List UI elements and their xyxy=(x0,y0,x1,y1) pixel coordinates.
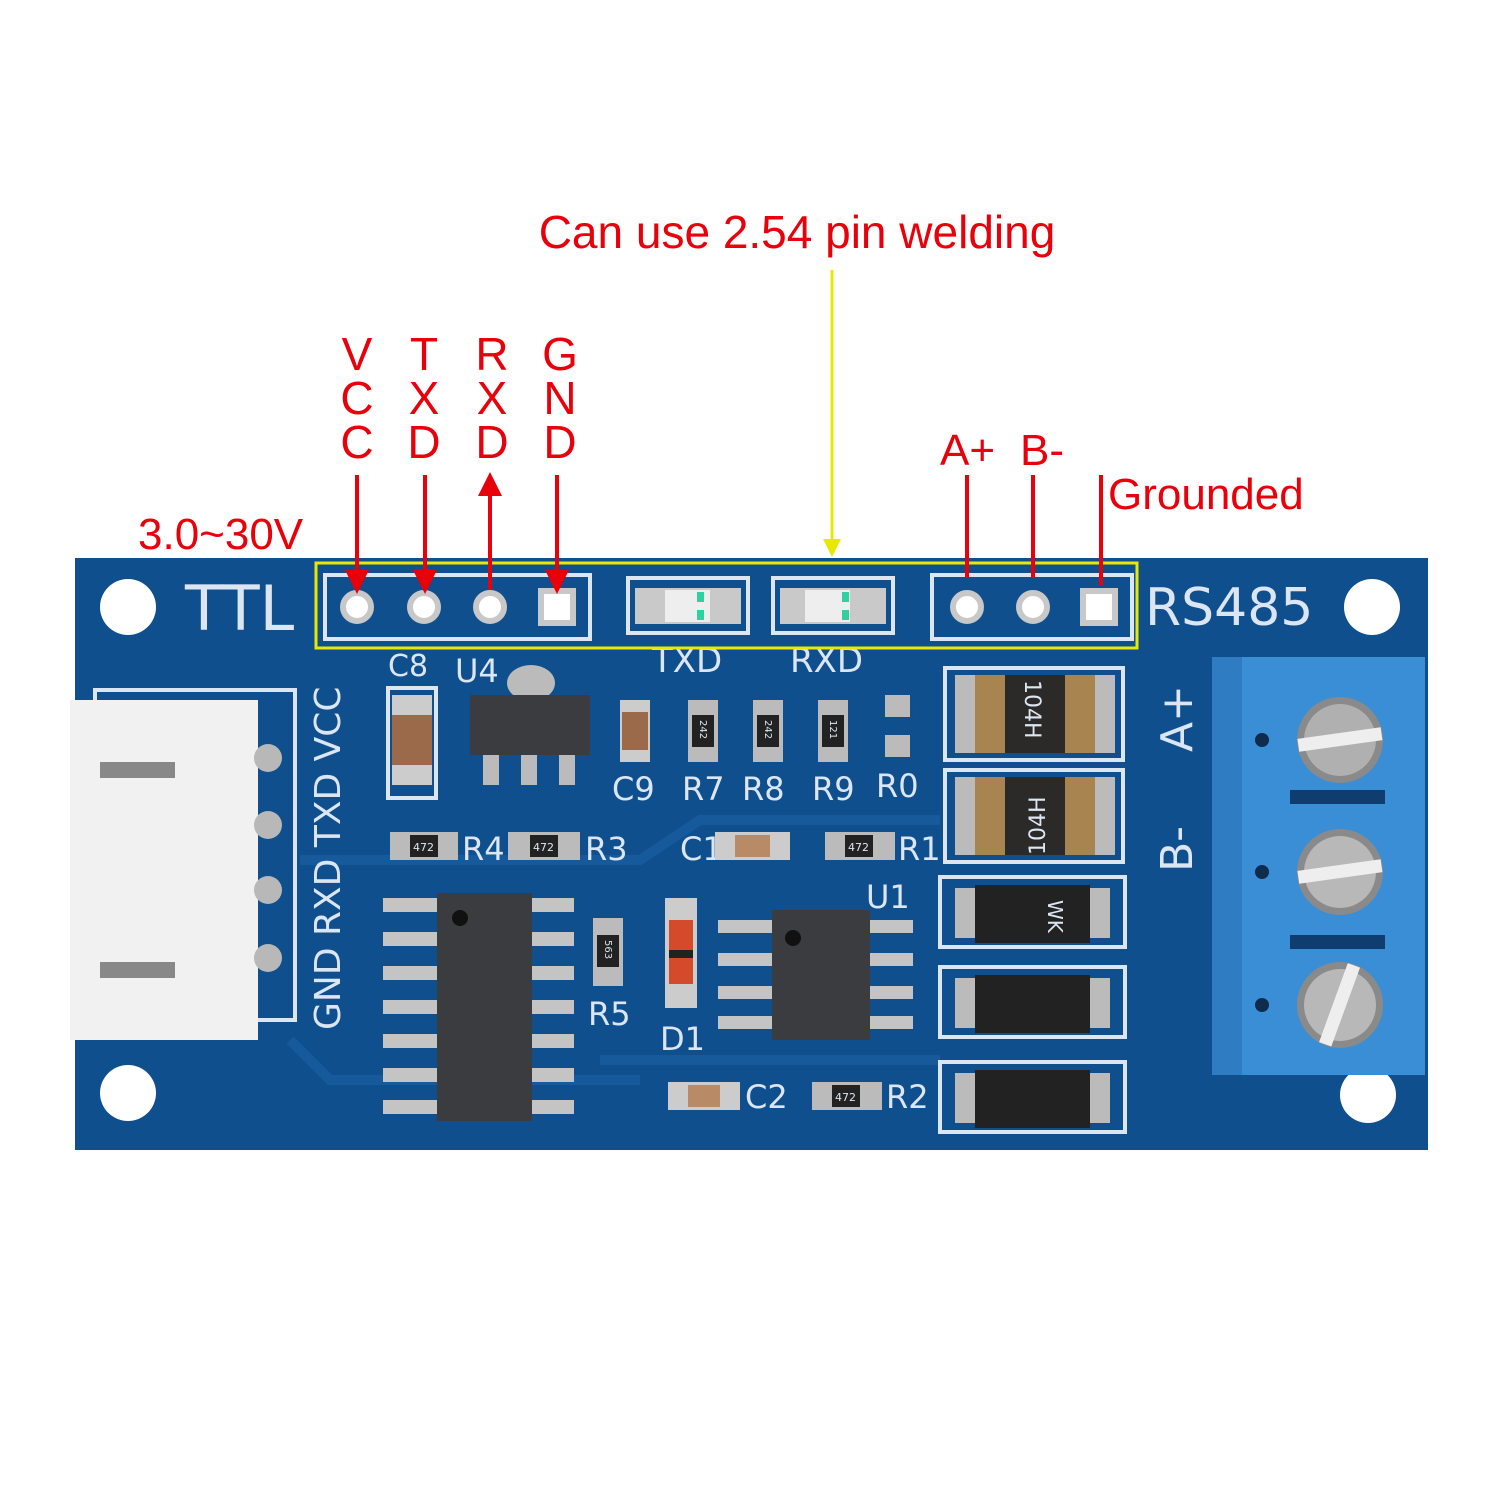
resistor-r5 xyxy=(593,918,623,986)
capacitor-c2 xyxy=(668,1082,740,1110)
a-plus-silk: A+ xyxy=(1152,685,1203,752)
jst-connector xyxy=(70,688,297,1040)
svg-text:R: R xyxy=(475,328,508,380)
pin-label-vcc: V C C xyxy=(340,328,373,468)
mounting-hole xyxy=(100,579,156,635)
diode-d1 xyxy=(665,898,697,1008)
resistor-r1 xyxy=(825,832,895,860)
rxd-led xyxy=(780,588,886,624)
r7-code: 242 xyxy=(697,720,708,739)
header-highlight-box xyxy=(314,561,1139,650)
ref-r8: R8 xyxy=(742,770,785,808)
r1-code: 472 xyxy=(848,841,869,854)
svg-text:X: X xyxy=(477,372,508,424)
resistor-r4 xyxy=(390,832,458,860)
ref-r5: R5 xyxy=(588,995,631,1033)
ref-r9: R9 xyxy=(812,770,855,808)
ref-r2: R2 xyxy=(886,1078,929,1116)
screw-icon xyxy=(1297,697,1383,783)
mounting-hole xyxy=(1344,579,1400,635)
resistor-r2 xyxy=(812,1082,882,1110)
voltage-note: 3.0~30V xyxy=(138,510,304,559)
capacitor-c9 xyxy=(620,700,650,762)
svg-text:G: G xyxy=(542,328,578,380)
rs485-label: RS485 xyxy=(1145,578,1313,638)
pad-txd xyxy=(407,590,441,624)
svg-text:D: D xyxy=(407,416,440,468)
b-minus-silk: B- xyxy=(1152,826,1203,872)
svg-text:C: C xyxy=(340,416,373,468)
pin-label-gnd: G N D xyxy=(542,328,578,468)
ref-r4: R4 xyxy=(462,830,505,868)
ic-u1 xyxy=(718,910,913,1040)
pad-vcc xyxy=(340,590,374,624)
r9-code: 121 xyxy=(827,720,838,739)
screw-icon xyxy=(1297,829,1383,915)
ref-c2: C2 xyxy=(745,1078,788,1116)
txd-led xyxy=(635,588,741,624)
pin-label-txd: T X D xyxy=(407,328,440,468)
capacitor-c1 xyxy=(715,832,790,860)
r2-code: 472 xyxy=(835,1091,856,1104)
mounting-hole xyxy=(1340,1067,1396,1123)
svg-text:C: C xyxy=(340,372,373,424)
r8-code: 242 xyxy=(762,720,773,739)
jumper-r0 xyxy=(885,695,910,757)
ref-r1: R1 xyxy=(898,830,941,868)
pad-gnd xyxy=(538,588,576,626)
tvs-diode xyxy=(938,965,1127,1039)
svg-text:T: T xyxy=(410,328,438,380)
ref-c8: C8 xyxy=(388,649,428,684)
pad-a-plus xyxy=(950,590,984,624)
pad-b-minus xyxy=(1016,590,1050,624)
grounded-note: Grounded xyxy=(1108,470,1304,519)
svg-text:D: D xyxy=(543,416,576,468)
ref-c9: C9 xyxy=(612,770,655,808)
ref-r0: R0 xyxy=(876,767,919,805)
side-pin-labels: GND RXD TXD VCC xyxy=(308,686,349,1030)
pad-rxd xyxy=(473,590,507,624)
a-plus-note: A+ xyxy=(940,426,995,475)
tvs-diode xyxy=(938,1060,1127,1134)
r5-code: 563 xyxy=(602,940,613,959)
fuse-upper xyxy=(943,666,1125,762)
r3-code: 472 xyxy=(533,841,554,854)
svg-text:V: V xyxy=(342,328,373,380)
resistor-r7 xyxy=(688,700,718,762)
screw-terminal xyxy=(1212,657,1425,1075)
resistor-r9 xyxy=(818,700,848,762)
svg-text:N: N xyxy=(543,372,576,424)
screw-icon xyxy=(1297,962,1383,1048)
ttl-label: TTL xyxy=(184,572,295,645)
ref-u1: U1 xyxy=(866,878,910,916)
tvs-diode xyxy=(938,875,1127,949)
ref-r7: R7 xyxy=(682,770,725,808)
pad-ground xyxy=(1080,588,1118,626)
ref-u4: U4 xyxy=(455,652,499,690)
b-minus-note: B- xyxy=(1020,426,1064,475)
ref-d1: D1 xyxy=(660,1020,705,1058)
fuse-lower-code: 104H xyxy=(1026,796,1051,855)
fuse-upper-code: 104H xyxy=(1019,680,1044,739)
capacitor-c8 xyxy=(386,686,438,800)
svg-text:D: D xyxy=(475,416,508,468)
pin-welding-note: Can use 2.54 pin welding xyxy=(539,206,1056,258)
regulator-u4 xyxy=(470,665,590,785)
ic-soic14 xyxy=(383,893,574,1121)
fuse-lower xyxy=(943,768,1125,864)
r4-code: 472 xyxy=(413,841,434,854)
ref-r3: R3 xyxy=(585,830,628,868)
resistor-r8 xyxy=(753,700,783,762)
svg-text:X: X xyxy=(409,372,440,424)
resistor-r3 xyxy=(508,832,580,860)
mounting-hole xyxy=(100,1065,156,1121)
pin-label-rxd: R X D xyxy=(475,328,508,468)
tvs-code: WK xyxy=(1043,900,1067,934)
